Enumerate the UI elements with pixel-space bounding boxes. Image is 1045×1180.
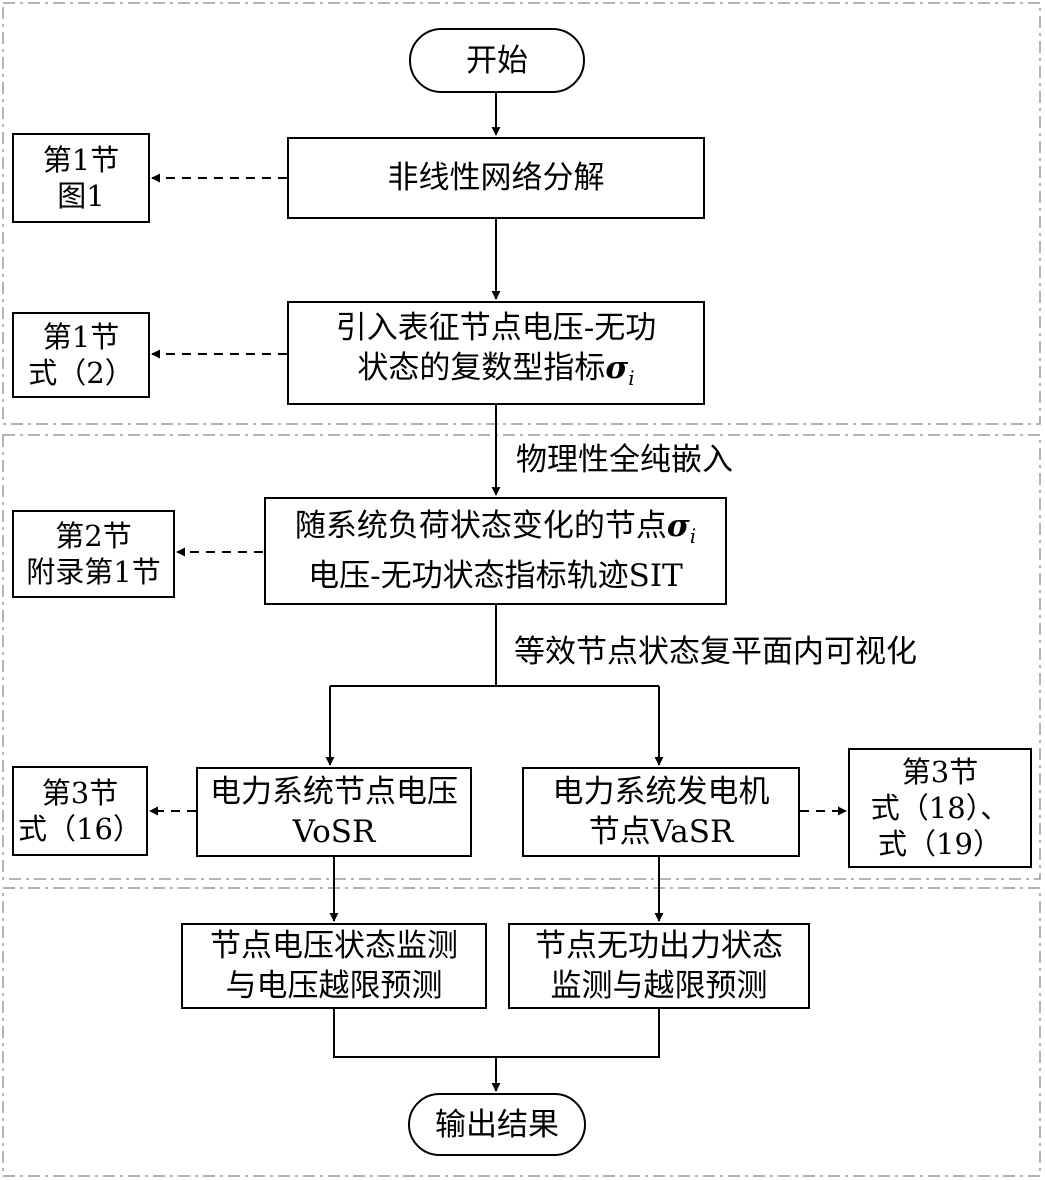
ref4-line1: 第3节 (41, 776, 119, 810)
sit-line1: 随系统负荷状态变化的节点σi (295, 506, 696, 556)
vasr-line2: 节点VaSR (588, 814, 734, 850)
vosr-node: 电力系统节点电压 VoSR (196, 767, 472, 857)
sigma-subscript: i (689, 524, 697, 549)
vosr-line2: VoSR (292, 814, 376, 850)
monitor-voltage-node: 节点电压状态监测 与电压越限预测 (181, 923, 487, 1009)
sigma-symbol: σi (605, 349, 634, 390)
ref3-line2: 附录第1节 (26, 555, 161, 589)
output-label: 输出结果 (435, 1106, 559, 1143)
ref5-line2: 式（18）、 (870, 791, 1010, 825)
vasr-line1: 电力系统发电机 (552, 774, 770, 810)
monitor-voltage-line1: 节点电压状态监测 (210, 928, 458, 964)
ref3-line1: 第2节 (55, 519, 132, 553)
vasr-node: 电力系统发电机 节点VaSR (522, 767, 800, 857)
sigma-symbol: σi (666, 507, 696, 548)
sigma-char: σ (605, 349, 629, 386)
section-frame-3 (2, 887, 1041, 1177)
edge-label-embed: 物理性全纯嵌入 (516, 442, 733, 478)
introduce-line2: 状态的复数型指标σi (357, 348, 634, 398)
ref-box-4: 第3节 式（16） (12, 766, 148, 856)
sit-node: 随系统负荷状态变化的节点σi 电压-无功状态指标轨迹SIT (264, 497, 727, 605)
ref2-line2: 式（2） (28, 356, 134, 390)
ref-box-1: 第1节 图1 (12, 133, 150, 223)
ref-box-5: 第3节 式（18）、 式（19） (848, 748, 1032, 868)
sigma-subscript: i (628, 366, 635, 391)
ref-box-3: 第2节 附录第1节 (12, 510, 175, 598)
decompose-node: 非线性网络分解 (287, 137, 705, 219)
ref5-line3: 式（19） (878, 827, 1002, 861)
branch-sit-to-vosr-vasr (330, 605, 659, 687)
ref2-line1: 第1节 (42, 320, 120, 354)
sit-line1-text: 随系统负荷状态变化的节点 (294, 507, 667, 544)
introduce-line2-text: 状态的复数型指标 (357, 349, 606, 386)
introduce-line1: 引入表征节点电压-无功 (335, 309, 657, 346)
section-frame-2 (2, 434, 1041, 880)
monitor-reactive-node: 节点无功出力状态 监测与越限预测 (508, 923, 810, 1009)
monitor-reactive-line2: 监测与越限预测 (550, 968, 768, 1004)
start-label: 开始 (466, 42, 528, 79)
ref1-line1: 第1节 (42, 143, 120, 177)
introduce-node: 引入表征节点电压-无功 状态的复数型指标σi (287, 301, 705, 405)
ref5-line1: 第3节 (901, 755, 979, 789)
ref-box-2: 第1节 式（2） (12, 312, 150, 398)
section-frame-1 (2, 2, 1041, 425)
ref4-line2: 式（16） (18, 812, 142, 846)
sigma-char: σ (666, 507, 690, 544)
decompose-label: 非线性网络分解 (387, 160, 605, 196)
monitor-voltage-line2: 与电压越限预测 (225, 968, 443, 1004)
vosr-line1: 电力系统节点电压 (210, 774, 458, 810)
sit-line2: 电压-无功状态指标轨迹SIT (308, 558, 683, 595)
edge-label-visualize: 等效节点状态复平面内可视化 (514, 634, 917, 670)
output-node: 输出结果 (408, 1093, 586, 1156)
start-node: 开始 (409, 28, 585, 93)
ref1-line2: 图1 (57, 179, 105, 213)
monitor-reactive-line1: 节点无功出力状态 (535, 928, 783, 964)
